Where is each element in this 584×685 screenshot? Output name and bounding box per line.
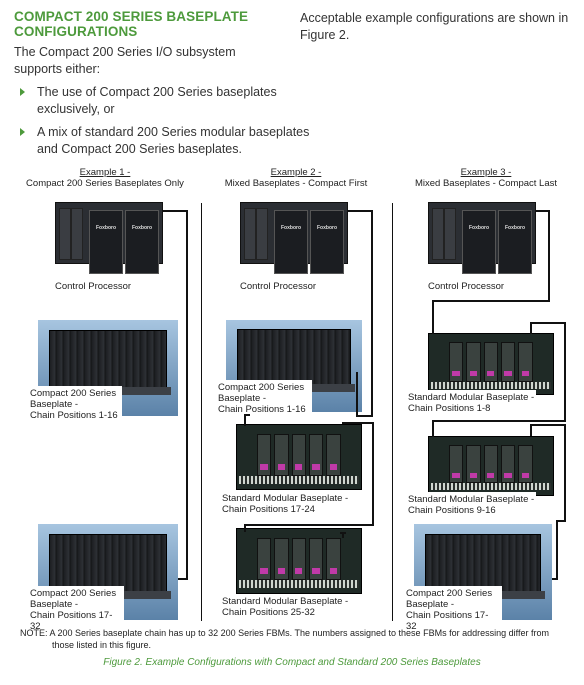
example-3-base2-caption: Standard Modular Baseplate - Chain Posit… (406, 492, 537, 518)
figure-note-line2: those listed in this figure. (52, 639, 152, 650)
caption-line: Compact 200 Series (406, 588, 493, 599)
caption-line: Chain Positions 17-24 (222, 504, 315, 515)
chain-cable (536, 210, 550, 212)
chain-cable (348, 210, 373, 212)
column-divider-1 (201, 203, 202, 621)
chain-cable (548, 210, 550, 302)
chain-cable (244, 414, 250, 416)
chain-cable (432, 300, 434, 334)
caption-line: Standard Modular Baseplate - (222, 596, 349, 607)
bullet-item-1: The use of Compact 200 Series baseplates… (20, 84, 312, 118)
example-1-title-line: Example 1 - (79, 167, 131, 178)
bullet-triangle-icon (20, 128, 25, 136)
chain-cable (530, 322, 566, 324)
device-brand-label: Foxboro (132, 225, 152, 231)
bullet-item-2: A mix of standard 200 Series modular bas… (20, 124, 312, 158)
chain-cable (530, 424, 532, 436)
bullet-triangle-icon (20, 88, 25, 96)
chain-cable (372, 422, 374, 526)
section-heading-line2: CONFIGURATIONS (14, 24, 138, 39)
caption-line: Baseplate - (30, 599, 79, 610)
chain-cable (178, 578, 188, 580)
chain-cable (432, 300, 550, 302)
caption-line: Compact 200 Series (218, 382, 305, 393)
bullet-text-2: A mix of standard 200 Series modular bas… (37, 125, 310, 156)
chain-cable (564, 424, 566, 522)
chain-cable (530, 322, 532, 334)
standard-modular-baseplate-image (428, 333, 554, 395)
example-2-title-line: Example 2 - (270, 167, 322, 178)
chain-cable (371, 210, 373, 416)
chain-cable (530, 424, 566, 426)
example-3-subtitle: Mixed Baseplates - Compact Last (414, 178, 558, 189)
chain-cable (244, 524, 246, 532)
device-brand-label: Foxboro (281, 225, 301, 231)
caption-line: Standard Modular Baseplate - (408, 494, 535, 505)
example-1-base2-caption: Compact 200 Series Baseplate - Chain Pos… (28, 586, 124, 635)
chain-cable (356, 372, 358, 417)
device-brand-label: Foxboro (469, 225, 489, 231)
chain-cable (186, 210, 188, 580)
caption-line: Baseplate - (406, 599, 455, 610)
chain-cable (564, 322, 566, 422)
chain-terminator (342, 532, 344, 538)
standard-modular-baseplate-image (236, 424, 362, 490)
example-3-base1-caption: Standard Modular Baseplate - Chain Posit… (406, 390, 537, 416)
example-2-title: Example 2 - Mixed Baseplates - Compact F… (200, 167, 392, 189)
control-processor-image: Foxboro Foxboro (240, 198, 348, 274)
caption-line: Compact 200 Series (30, 388, 117, 399)
chain-cable (556, 520, 558, 580)
chain-cable (342, 422, 374, 424)
caption-line: Baseplate - (30, 399, 79, 410)
caption-line: Chain Positions 1-16 (30, 410, 118, 421)
column-divider-2 (392, 203, 393, 621)
caption-line: Baseplate - (218, 393, 267, 404)
caption-line: Chain Positions 17-32 (406, 610, 489, 632)
intro-text: The Compact 200 Series I/O subsystem sup… (14, 45, 236, 76)
figure-note-line1: NOTE: A 200 Series baseplate chain has u… (20, 628, 549, 638)
right-column-text: Acceptable example configurations are sh… (300, 11, 569, 42)
caption-line: Chain Positions 17-32 (30, 610, 113, 632)
bullet-text-1: The use of Compact 200 Series baseplates… (37, 85, 277, 116)
example-2-base1-caption: Compact 200 Series Baseplate - Chain Pos… (216, 380, 312, 418)
chain-cable (432, 420, 566, 422)
chain-cable (244, 524, 374, 526)
example-3-cp-label: Control Processor (428, 281, 505, 292)
example-2-base2-caption: Standard Modular Baseplate - Chain Posit… (222, 493, 349, 515)
example-1-base1-caption: Compact 200 Series Baseplate - Chain Pos… (28, 386, 122, 424)
caption-line: Chain Positions 9-16 (408, 505, 496, 516)
example-3-base3-caption: Compact 200 Series Baseplate - Chain Pos… (404, 586, 502, 635)
example-1-title: Example 1 - Compact 200 Series Baseplate… (10, 167, 200, 189)
example-3-title: Example 3 - Mixed Baseplates - Compact L… (392, 167, 580, 189)
caption-line: Standard Modular Baseplate - (408, 392, 535, 403)
device-brand-label: Foxboro (505, 225, 525, 231)
figure-caption: Figure 2. Example Configurations with Co… (103, 657, 481, 668)
chain-terminator (552, 578, 558, 580)
caption-line: Chain Positions 1-8 (408, 403, 491, 414)
chain-cable (244, 414, 246, 426)
device-brand-label: Foxboro (317, 225, 337, 231)
example-3-title-line: Example 3 - (460, 167, 512, 178)
device-brand-label: Foxboro (96, 225, 116, 231)
section-heading-line1: COMPACT 200 SERIES BASEPLATE (14, 9, 249, 24)
chain-cable (432, 420, 434, 437)
example-1-subtitle: Compact 200 Series Baseplates Only (26, 178, 184, 189)
example-2-base3-caption: Standard Modular Baseplate - Chain Posit… (222, 596, 349, 618)
section-heading: COMPACT 200 SERIES BASEPLATE CONFIGURATI… (14, 9, 284, 39)
figure-note: NOTE: A 200 Series baseplate chain has u… (20, 628, 575, 651)
chain-cable (163, 210, 188, 212)
standard-modular-baseplate-image (236, 528, 362, 594)
caption-line: Standard Modular Baseplate - (222, 493, 349, 504)
standard-modular-baseplate-image (428, 436, 554, 496)
chain-cable (556, 520, 566, 522)
example-2-cp-label: Control Processor (240, 281, 317, 292)
caption-line: Compact 200 Series (30, 588, 117, 599)
example-1-cp-label: Control Processor (55, 281, 132, 292)
chain-cable (358, 415, 373, 417)
caption-line: Chain Positions 1-16 (218, 404, 306, 415)
control-processor-image: Foxboro Foxboro (55, 198, 163, 274)
control-processor-image: Foxboro Foxboro (428, 198, 536, 274)
caption-line: Chain Positions 25-32 (222, 607, 315, 618)
example-2-subtitle: Mixed Baseplates - Compact First (224, 178, 368, 189)
